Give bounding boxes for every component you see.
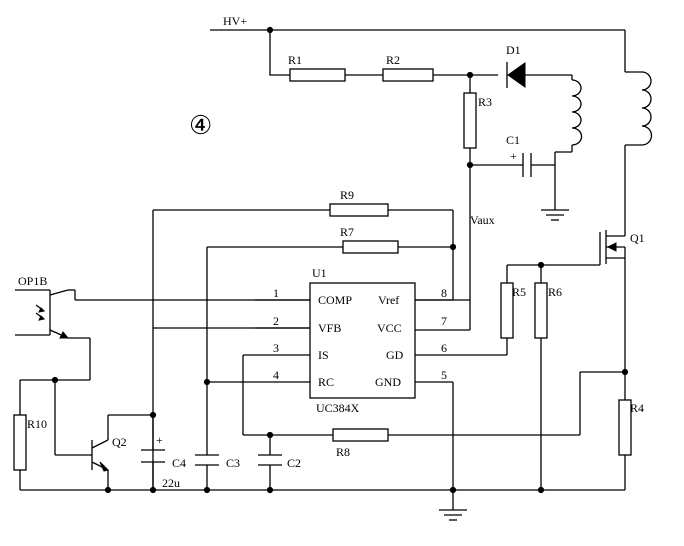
capacitor-c4 (141, 449, 165, 463)
c4-label: C4 (172, 456, 186, 470)
wires (15, 29, 642, 510)
ic-pin-vfb-name: VFB (318, 321, 341, 335)
resistor-r5 (500, 282, 514, 339)
junction-dot (149, 486, 157, 494)
r10-label: R10 (27, 417, 47, 431)
r8-label: R8 (336, 445, 350, 459)
junction-dot (266, 26, 274, 34)
junction-dot (149, 411, 157, 419)
transistor-q2 (91, 439, 109, 472)
resistor-r7 (342, 240, 399, 254)
r5-label: R5 (512, 285, 526, 299)
capacitor-c1 (522, 153, 532, 177)
ic-pin-7-number: 7 (441, 314, 447, 328)
ic-pin-comp-name: COMP (318, 293, 352, 307)
vaux-label: Vaux (470, 213, 495, 227)
junction-dot (537, 261, 545, 269)
primary-winding (641, 71, 653, 146)
ic-ref-label: U1 (312, 266, 327, 280)
ic-pin-vref-name: Vref (378, 293, 399, 307)
ground-symbol-main (439, 509, 467, 521)
ic-u1-body (309, 282, 416, 399)
capacitor-c2 (258, 454, 282, 466)
junction-dot (203, 378, 211, 386)
junction-dot (51, 376, 59, 384)
ground-symbol-aux (541, 209, 569, 221)
ic-pin-gd-name: GD (386, 348, 404, 362)
junction-dot (266, 486, 274, 494)
ic-pin-5-number: 5 (441, 368, 447, 382)
optocoupler-op1b (35, 289, 76, 339)
r7-label: R7 (340, 225, 354, 239)
junction-dot (449, 486, 457, 494)
resistor-r8 (332, 428, 389, 442)
ic-pin-1-number: 1 (273, 286, 279, 300)
junction-dot (621, 368, 629, 376)
capacitor-c3 (195, 454, 219, 466)
junction-dots (51, 26, 629, 494)
r3-label: R3 (478, 95, 492, 109)
c2-label: C2 (287, 456, 301, 470)
resistor-r10 (13, 414, 27, 471)
ic-pin-8-number: 8 (441, 286, 447, 300)
ic-pin-gnd-name: GND (375, 375, 401, 389)
resistor-r9 (329, 203, 389, 217)
c1-polarity-plus: + (510, 149, 517, 163)
c4-value-label: 22u (162, 476, 180, 490)
ic-pin-leads (255, 299, 470, 329)
junction-dot (449, 243, 457, 251)
d1-label: D1 (506, 43, 521, 57)
resistor-r2 (382, 68, 434, 82)
junction-dot (104, 486, 112, 494)
ic-pin-4-number: 4 (273, 368, 279, 382)
resistor-r4 (618, 399, 632, 456)
optocoupler-label: OP1B (18, 274, 47, 288)
resistor-r6 (534, 282, 548, 339)
junction-dot (466, 161, 474, 169)
mosfet-q1 (599, 228, 626, 265)
q2-label: Q2 (112, 435, 127, 449)
ic-part-label: UC384X (316, 401, 360, 415)
q1-label: Q1 (630, 231, 645, 245)
hv-label: HV+ (223, 14, 247, 28)
ic-pin-6-number: 6 (441, 341, 447, 355)
resistor-r1 (289, 68, 346, 82)
c1-label: C1 (506, 133, 520, 147)
r6-label: R6 (548, 285, 562, 299)
circle-number-label: ④ (189, 111, 212, 141)
ic-pin-2-number: 2 (273, 314, 279, 328)
r4-label: R4 (630, 401, 644, 415)
r2-label: R2 (386, 53, 400, 67)
ic-pin-3-number: 3 (273, 341, 279, 355)
junction-dot (537, 486, 545, 494)
ic-pin-rc-name: RC (318, 375, 334, 389)
r9-label: R9 (340, 188, 354, 202)
diode-d1 (506, 62, 526, 88)
c3-label: C3 (226, 456, 240, 470)
c4-polarity-plus: + (156, 433, 163, 447)
ic-pin-is-name: IS (318, 348, 329, 362)
aux-winding (571, 79, 583, 146)
junction-dot (203, 486, 211, 494)
junction-dot (266, 431, 274, 439)
r1-label: R1 (288, 53, 302, 67)
junction-dot (466, 71, 474, 79)
ic-pin-vcc-name: VCC (377, 321, 402, 335)
resistor-r3 (463, 92, 477, 149)
